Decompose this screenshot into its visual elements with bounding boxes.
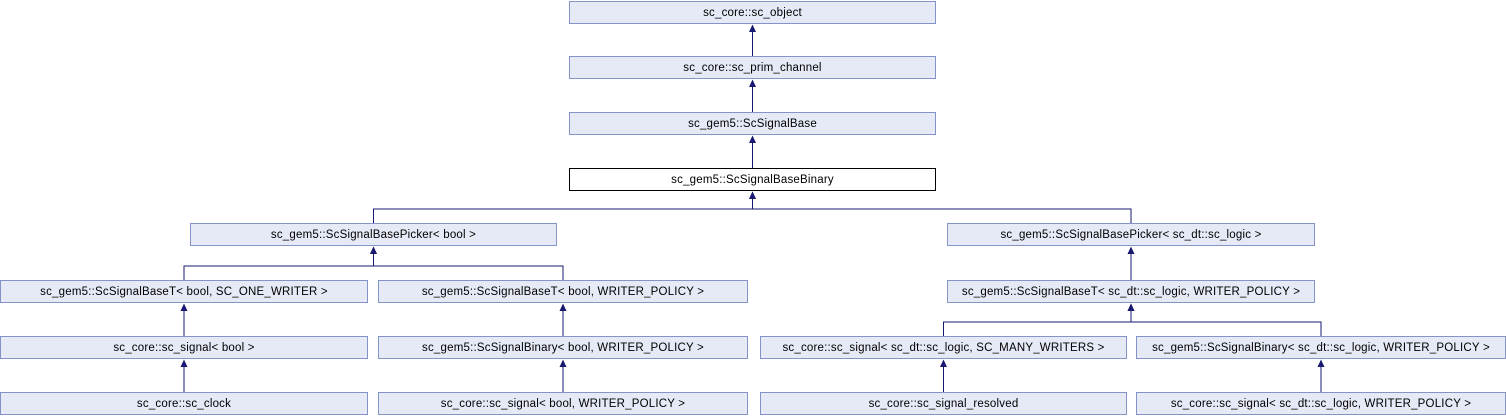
class-node-ScSignalBaseBinary: sc_gem5::ScSignalBaseBinary: [569, 168, 936, 191]
class-node-binary_bool_wp[interactable]: sc_gem5::ScSignalBinary< bool, WRITER_PO…: [378, 336, 748, 359]
class-node-label: sc_gem5::ScSignalBasePicker< sc_dt::sc_l…: [1000, 228, 1262, 241]
class-node-picker_bool[interactable]: sc_gem5::ScSignalBasePicker< bool >: [190, 223, 557, 246]
arrowhead-icon: [940, 359, 947, 367]
arrowhead-icon: [180, 359, 188, 367]
class-node-label: sc_gem5::ScSignalBinary< sc_dt::sc_logic…: [1152, 341, 1490, 354]
arrowhead-icon: [749, 79, 756, 87]
class-node-label: sc_gem5::ScSignalBaseT< sc_dt::sc_logic,…: [961, 285, 1301, 298]
class-node-label: sc_gem5::ScSignalBinary< bool, WRITER_PO…: [422, 341, 704, 354]
class-node-signal_logic_wp[interactable]: sc_core::sc_signal< sc_dt::sc_logic, WRI…: [1136, 392, 1506, 415]
class-node-picker_logic[interactable]: sc_gem5::ScSignalBasePicker< sc_dt::sc_l…: [947, 223, 1315, 246]
class-node-signal_bool[interactable]: sc_core::sc_signal< bool >: [0, 336, 368, 359]
arrowhead-icon: [370, 246, 377, 254]
class-node-baseT_bool_one[interactable]: sc_gem5::ScSignalBaseT< bool, SC_ONE_WRI…: [0, 280, 368, 303]
class-node-label: sc_gem5::ScSignalBaseT< bool, SC_ONE_WRI…: [40, 285, 328, 298]
class-node-binary_logic_wp[interactable]: sc_gem5::ScSignalBinary< sc_dt::sc_logic…: [1136, 336, 1506, 359]
arrowhead-icon: [559, 359, 567, 367]
class-node-sc_clock[interactable]: sc_core::sc_clock: [0, 392, 368, 415]
inheritance-edge-picker_bool-to-ScSignalBaseBinary: [373, 198, 753, 223]
class-node-ScSignalBase[interactable]: sc_gem5::ScSignalBase: [569, 112, 936, 135]
class-node-baseT_bool_wp[interactable]: sc_gem5::ScSignalBaseT< bool, WRITER_POL…: [378, 280, 748, 303]
inheritance-edge-baseT_bool_one-to-picker_bool: [183, 253, 374, 280]
class-node-label: sc_core::sc_object: [703, 6, 802, 19]
class-node-signal_resolved[interactable]: sc_core::sc_signal_resolved: [760, 392, 1127, 415]
inheritance-edge-signal_logic_many-to-baseT_logic_wp: [943, 310, 1132, 336]
arrowhead-icon: [180, 303, 188, 311]
class-node-sc_object[interactable]: sc_core::sc_object: [569, 1, 936, 24]
class-node-label: sc_core::sc_signal< sc_dt::sc_logic, WRI…: [1170, 397, 1472, 410]
inheritance-edge-binary_logic_wp-to-baseT_logic_wp: [1130, 310, 1322, 336]
class-node-baseT_logic_wp[interactable]: sc_gem5::ScSignalBaseT< sc_dt::sc_logic,…: [947, 280, 1315, 303]
arrowhead-icon: [1127, 246, 1135, 254]
class-node-label: sc_gem5::ScSignalBaseBinary: [671, 173, 834, 186]
class-node-label: sc_core::sc_signal< bool, WRITER_POLICY …: [440, 397, 686, 410]
class-node-signal_bool_wp[interactable]: sc_core::sc_signal< bool, WRITER_POLICY …: [378, 392, 748, 415]
arrowhead-icon: [1127, 303, 1135, 311]
arrowhead-icon: [749, 135, 756, 143]
class-node-sc_prim_channel[interactable]: sc_core::sc_prim_channel: [569, 56, 936, 79]
inheritance-edge-baseT_bool_wp-to-picker_bool: [373, 253, 564, 280]
class-node-label: sc_core::sc_clock: [136, 397, 232, 410]
class-node-label: sc_gem5::ScSignalBase: [688, 117, 817, 130]
arrowhead-icon: [749, 24, 756, 32]
class-node-label: sc_core::sc_signal_resolved: [868, 397, 1019, 410]
class-node-label: sc_gem5::ScSignalBaseT< bool, WRITER_POL…: [421, 285, 705, 298]
class-node-signal_logic_many[interactable]: sc_core::sc_signal< sc_dt::sc_logic, SC_…: [760, 336, 1127, 359]
class-node-label: sc_core::sc_signal< bool >: [113, 341, 255, 354]
class-node-label: sc_core::sc_signal< sc_dt::sc_logic, SC_…: [782, 341, 1105, 354]
arrowhead-icon: [559, 303, 567, 311]
inheritance-edge-picker_logic-to-ScSignalBaseBinary: [752, 198, 1132, 223]
arrowhead-icon: [749, 191, 756, 199]
class-node-label: sc_core::sc_prim_channel: [683, 61, 822, 74]
arrowhead-icon: [1317, 359, 1325, 367]
class-node-label: sc_gem5::ScSignalBasePicker< bool >: [270, 228, 477, 241]
